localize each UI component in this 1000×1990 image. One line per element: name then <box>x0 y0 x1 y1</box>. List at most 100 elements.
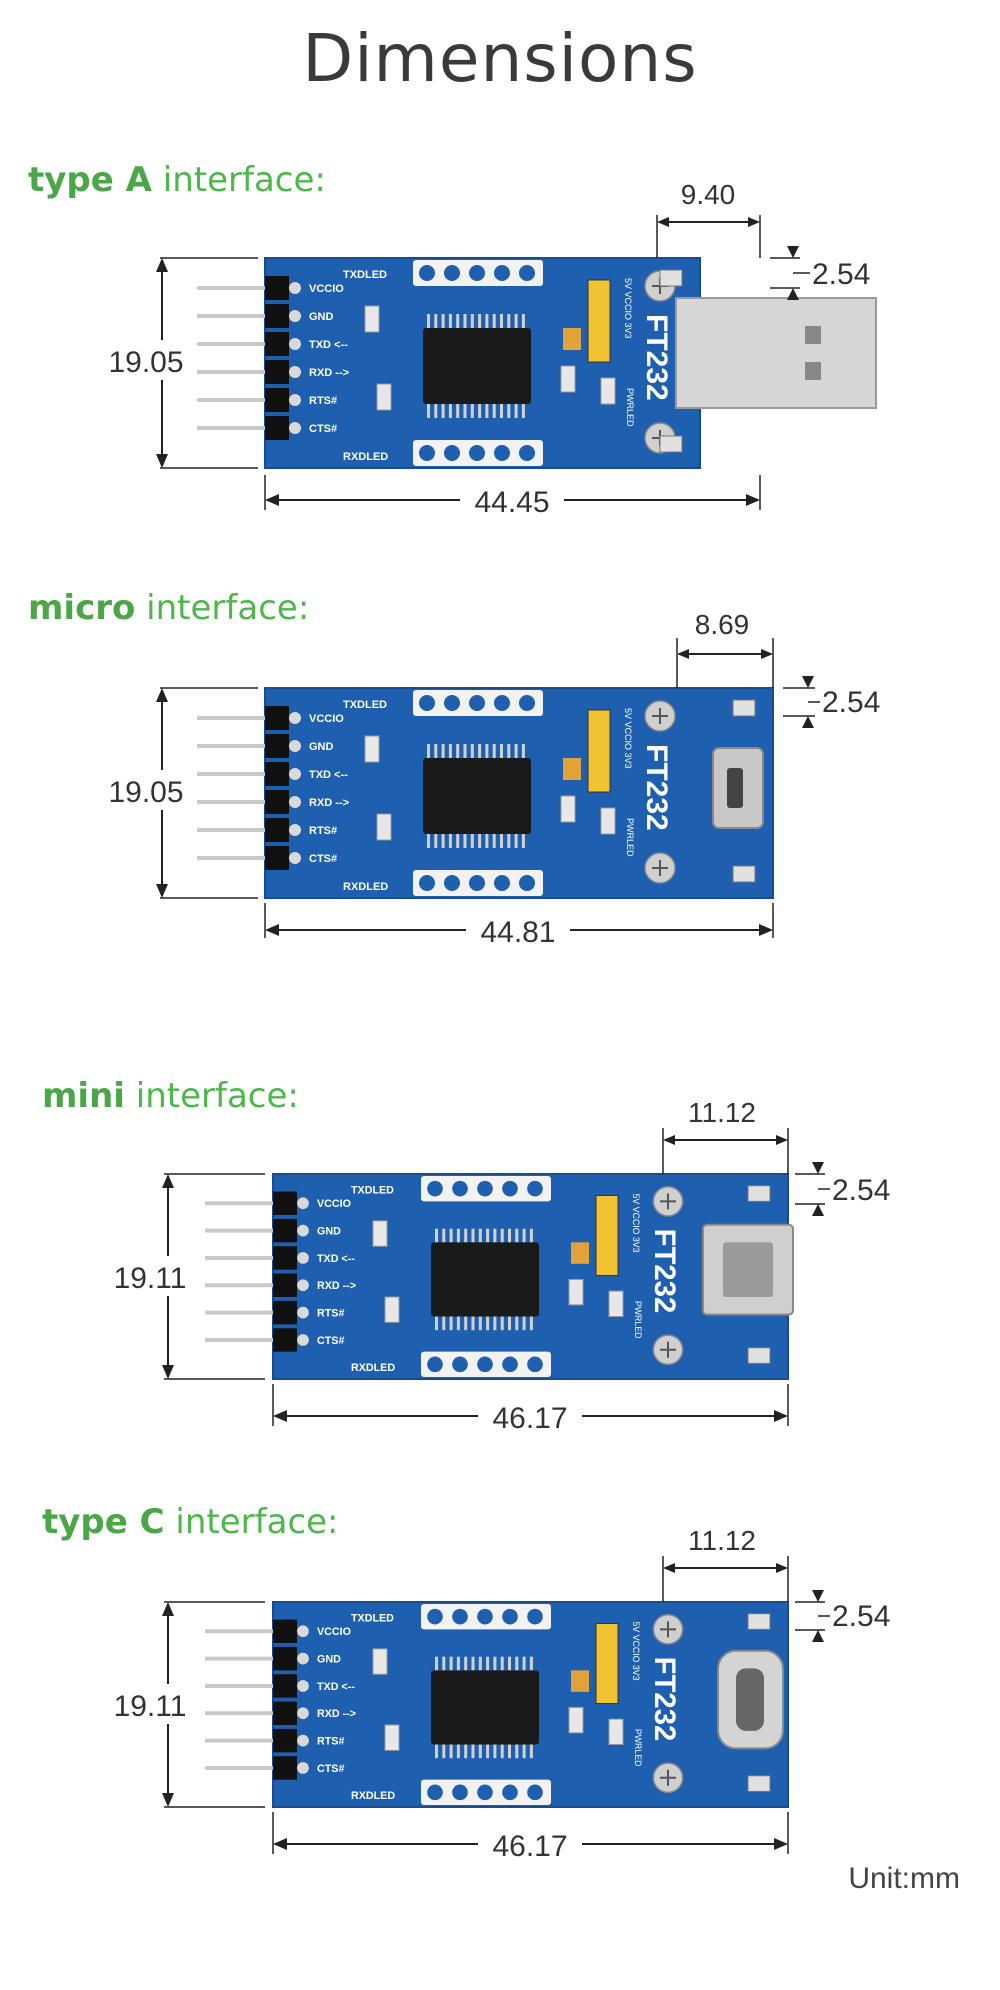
chip-leg <box>464 1656 468 1671</box>
chip-leg <box>492 744 496 758</box>
chip-leg <box>522 1228 526 1243</box>
pad-hole <box>419 445 435 461</box>
interface-suffix: interface: <box>135 588 310 628</box>
smd-led <box>560 365 576 393</box>
chip-leg <box>500 834 503 848</box>
chip-leg <box>441 314 445 328</box>
chip-leg <box>449 1656 453 1671</box>
chip-leg <box>521 404 525 418</box>
chip-leg <box>500 404 503 418</box>
chip-leg <box>508 1744 511 1759</box>
chip-leg <box>441 834 445 848</box>
pad-hole <box>494 695 510 711</box>
pin-pad <box>289 422 301 434</box>
chip-leg <box>515 1316 519 1331</box>
pin-label: CTS# <box>309 423 337 435</box>
jumper-cap <box>595 1622 619 1705</box>
chip-leg <box>463 404 467 418</box>
chip-leg <box>456 1656 460 1671</box>
length-value: 44.81 <box>480 916 555 948</box>
pwr-led-label: PWRLED <box>625 388 635 427</box>
header-socket <box>265 360 289 384</box>
screw-slot <box>652 708 668 724</box>
pin-label: RXD --> <box>309 367 349 379</box>
pad-hole <box>477 1180 493 1197</box>
screw-slot <box>660 1193 676 1210</box>
chip-leg <box>507 404 511 418</box>
smd-led <box>384 1296 400 1323</box>
smd-led <box>372 1220 388 1247</box>
pad-hole <box>469 695 485 711</box>
pad-hole <box>527 1608 543 1625</box>
height-value: 19.05 <box>108 346 183 379</box>
interface-suffix: interface: <box>124 1076 299 1116</box>
chip-leg <box>434 834 438 848</box>
pin-pad <box>289 824 301 836</box>
chip-leg <box>529 1228 533 1243</box>
chip-leg <box>442 1656 446 1671</box>
header-socket <box>265 790 289 814</box>
chip-leg <box>529 1656 533 1671</box>
pad-hole <box>427 1180 443 1197</box>
rxd-led-label: RXDLED <box>343 881 388 893</box>
connector-width-dimension: 8.69 <box>676 609 774 688</box>
unit-label: Unit:mm <box>848 1862 960 1895</box>
header-socket <box>265 846 289 870</box>
pin-pad <box>297 1197 309 1210</box>
pad-hole <box>477 1356 493 1373</box>
smd-part <box>747 1775 771 1792</box>
chip-leg <box>515 1744 519 1759</box>
chip-leg <box>471 1316 475 1331</box>
chip-leg <box>435 1316 438 1331</box>
header-socket <box>273 1218 297 1243</box>
pad-hole <box>469 265 485 281</box>
pin-label: VCCIO <box>309 713 344 725</box>
chip-leg <box>441 744 445 758</box>
pin-label: RTS# <box>317 1736 344 1748</box>
pin-pad <box>297 1762 309 1774</box>
chip-leg <box>493 1316 497 1331</box>
pin-label: GND <box>317 1226 341 1238</box>
micro-usb-port <box>727 768 743 808</box>
chip-leg <box>470 314 474 328</box>
txd-led-label: TXDLED <box>343 269 387 281</box>
usb-a-window <box>805 326 821 344</box>
pin-pad <box>289 310 301 322</box>
chip-leg <box>449 1228 453 1243</box>
smd-led <box>600 377 616 405</box>
header-socket <box>273 1701 297 1725</box>
chip-leg <box>456 314 460 328</box>
header-socket <box>273 1273 297 1297</box>
chip-leg <box>448 834 452 848</box>
txd-led-label: TXDLED <box>343 699 387 711</box>
pin-pad <box>297 1652 309 1665</box>
jumper-cap <box>587 709 611 793</box>
pad-hole <box>427 1608 443 1625</box>
interface-type: type C <box>42 1502 165 1542</box>
connector-width-dimension: 11.12 <box>662 1525 789 1602</box>
pad-hole <box>502 1180 518 1197</box>
ft232-chip <box>423 328 531 404</box>
chip-leg <box>448 314 452 328</box>
pin-label: RTS# <box>309 825 337 837</box>
pin-pad <box>297 1334 309 1346</box>
height-dimension: 19.05 <box>100 687 258 899</box>
pad-hole <box>419 875 435 891</box>
header-socket <box>265 304 289 328</box>
chip-leg <box>463 314 467 328</box>
chip-leg <box>448 404 452 418</box>
chip-leg <box>515 1656 519 1671</box>
chip-leg <box>478 1656 482 1671</box>
usb-c-port <box>736 1668 764 1731</box>
height-value: 19.05 <box>108 776 183 809</box>
chip-leg <box>435 1656 438 1671</box>
pad-hole <box>444 695 460 711</box>
chip-leg <box>464 1316 468 1331</box>
chip-leg <box>442 1744 446 1759</box>
chip-leg <box>514 744 518 758</box>
chip-leg <box>500 1744 504 1759</box>
pin-label: RXD --> <box>309 797 349 809</box>
